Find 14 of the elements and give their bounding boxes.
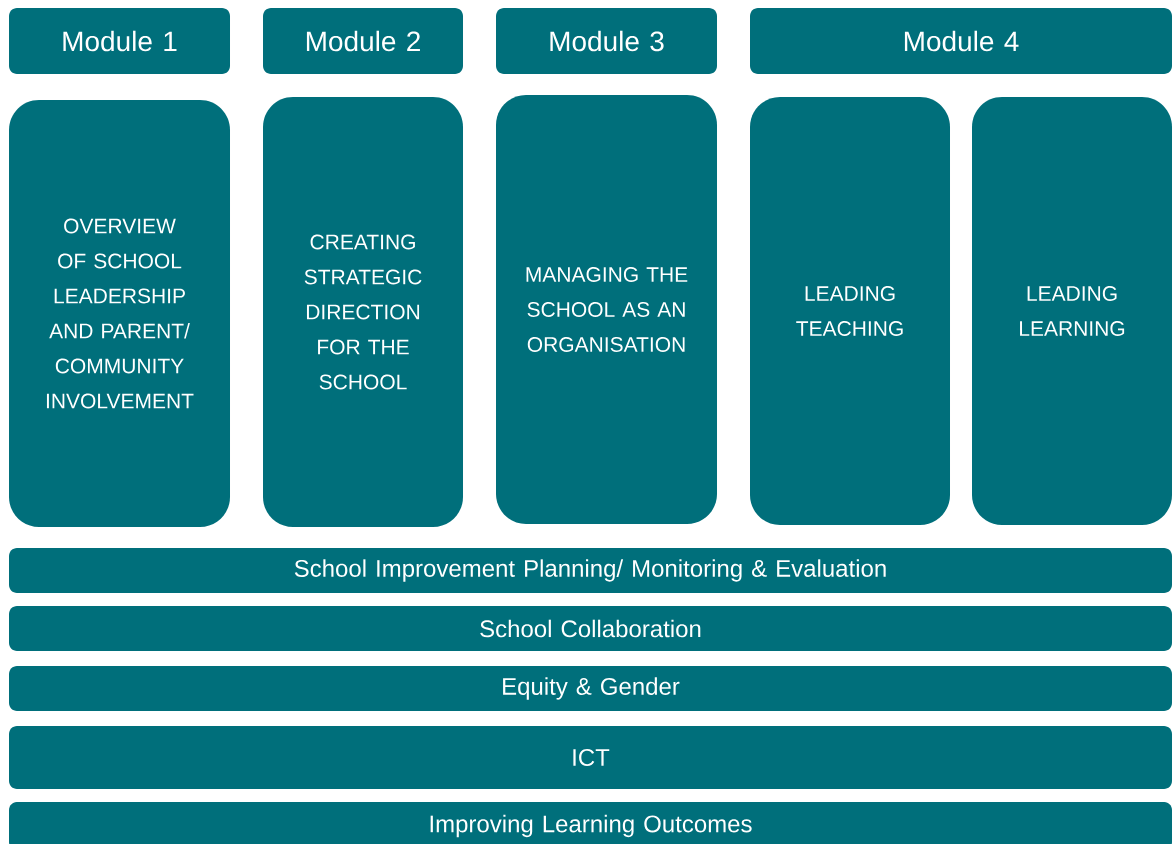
module-header: Module 3 — [496, 8, 717, 74]
theme-band: Improving Learning Outcomes — [9, 802, 1172, 844]
module-header: Module 1 — [9, 8, 230, 74]
topic-box: LEADING TEACHING — [750, 97, 950, 525]
theme-band: School Improvement Planning/ Monitoring & Evaluation — [9, 548, 1172, 593]
theme-band: ICT — [9, 726, 1172, 789]
module-header: Module 2 — [263, 8, 463, 74]
topic-box: CREATING STRATEGIC DIRECTION FOR THE SCHOOL — [263, 97, 463, 527]
topic-box: LEADING LEARNING — [972, 97, 1172, 525]
module-header: Module 4 — [750, 8, 1172, 74]
theme-band: School Collaboration — [9, 606, 1172, 651]
topic-box: OVERVIEW OF SCHOOL LEADERSHIP AND PARENT/ COMMUNITY INVOLVEMENT — [9, 100, 230, 527]
theme-band: Equity & Gender — [9, 666, 1172, 711]
topic-box: MANAGING THE SCHOOL AS AN ORGANISATION — [496, 95, 717, 524]
